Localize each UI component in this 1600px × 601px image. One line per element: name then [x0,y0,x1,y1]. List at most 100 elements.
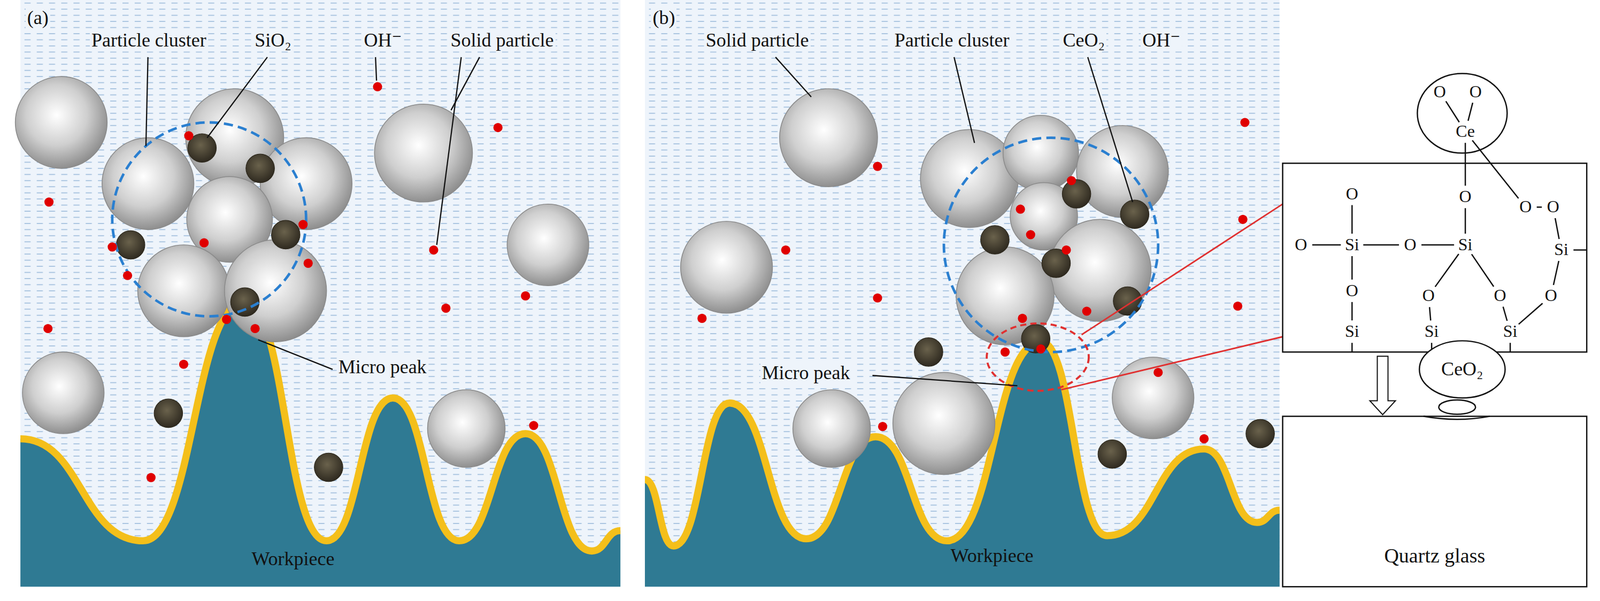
chemical-bonds [1312,101,1587,352]
hydroxide-ions [43,82,538,483]
cluster-outline [112,122,307,317]
hydroxide-dot [520,291,530,301]
bond-line [1435,254,1459,287]
node-text: O [1433,82,1446,102]
hydroxide-dot [44,197,54,207]
hydroxide-dot [179,359,189,369]
surface-layer [20,301,621,552]
solid-particle [680,221,773,314]
solid-particle [102,137,195,230]
solid-particle [779,88,878,187]
hydroxide-dot [1036,344,1046,354]
solid-particle [1076,125,1169,218]
hydroxide-dot [1066,175,1076,186]
figure-label: (a) [25,8,51,30]
solid-particle [427,389,506,468]
bond-line [1429,306,1431,321]
hydroxide-dot [183,131,194,141]
solid-particle [920,129,1019,228]
node-text: Si [1344,322,1360,342]
quartz-box [1282,416,1588,588]
node-text: Ce [1455,122,1475,142]
structure-box [1282,163,1588,352]
structure-node: Quartz glass [1282,416,1588,588]
bond-line [1351,342,1353,352]
figure-label: Workpiece [949,545,1036,567]
abrasive-particle [1097,439,1127,468]
leader-lines [145,57,1133,386]
bond-line [1573,249,1587,251]
solid-particle [137,244,230,337]
hydroxide-dot [1000,347,1010,357]
figure-label: Micro peak [760,363,852,385]
abrasive-particle [980,225,1010,255]
figure-label: Solid particle [449,30,556,52]
node-text: Si [1458,235,1473,255]
hydroxide-dot [303,258,313,268]
figure-label: Particle cluster [89,30,209,52]
abrasive-particle [230,287,259,317]
figure-label: (b) [650,8,677,30]
hydroxide-dot [372,82,382,92]
hydroxide-dot [493,122,503,133]
abrasive-particle [1062,179,1091,209]
hydroxide-dot [146,473,156,483]
hydroxide-dot [250,324,260,334]
bond-line [1536,206,1543,208]
abrasive-particle [314,452,343,482]
figure-label: OH⁻ [362,30,404,52]
node-text: O [1519,197,1532,217]
adsorbed-bond [1439,400,1476,415]
hydroxide-dot [122,271,133,281]
figure-label: CeO₂ [1060,30,1107,52]
node-text: Si [1424,322,1440,342]
hydroxide-dot [1240,117,1250,127]
hydroxide-dot [872,293,882,303]
zoom-lines [1060,204,1283,390]
hydroxide-dot [1238,214,1248,225]
hydroxide-dot [298,219,308,229]
hydroxide-dot [199,238,209,248]
ce-ellipse [1417,73,1507,153]
bond-line [1518,303,1543,325]
hydroxide-dot [528,420,538,430]
bond-line [1464,142,1466,186]
cluster-outline [943,137,1159,353]
bond-line [1445,101,1460,122]
node-text: O [1459,187,1472,207]
hydroxide-dot [1026,229,1036,240]
node-text: O [1345,184,1359,204]
solid-particle [15,76,108,169]
slurry-ground [20,0,621,587]
bond-line [1464,208,1466,234]
node-text: O [1294,235,1307,255]
node-text: Si [1344,235,1360,255]
bond-line [1351,256,1353,280]
node-text: O [1422,286,1435,306]
hydroxide-dot [43,324,53,334]
node-text: Si [1503,322,1518,342]
structure-node: OOCe [1417,73,1507,153]
bond-line [1472,140,1519,199]
hydroxide-dot [1016,204,1026,214]
node-text: Si [1554,240,1569,260]
hydroxide-ions [697,117,1250,444]
workpiece [644,341,1280,587]
bond-line [1363,244,1399,246]
node-text: O [1547,197,1560,217]
figure-label: Micro peak [336,356,429,379]
bond-line [1467,102,1473,121]
abrasive-particle [271,220,300,249]
hydroxide-dot [1153,367,1163,378]
structure-node: CeO₂ [1419,340,1505,398]
particles [680,88,1275,475]
abrasive-particle [154,398,183,428]
surface-dip [1423,416,1490,420]
node-text: O [1544,286,1558,306]
bond-line [1555,218,1559,240]
figure-label: Particle cluster [893,30,1012,52]
hydroxide-dot [872,161,882,171]
abrasive-particle [1245,419,1275,448]
